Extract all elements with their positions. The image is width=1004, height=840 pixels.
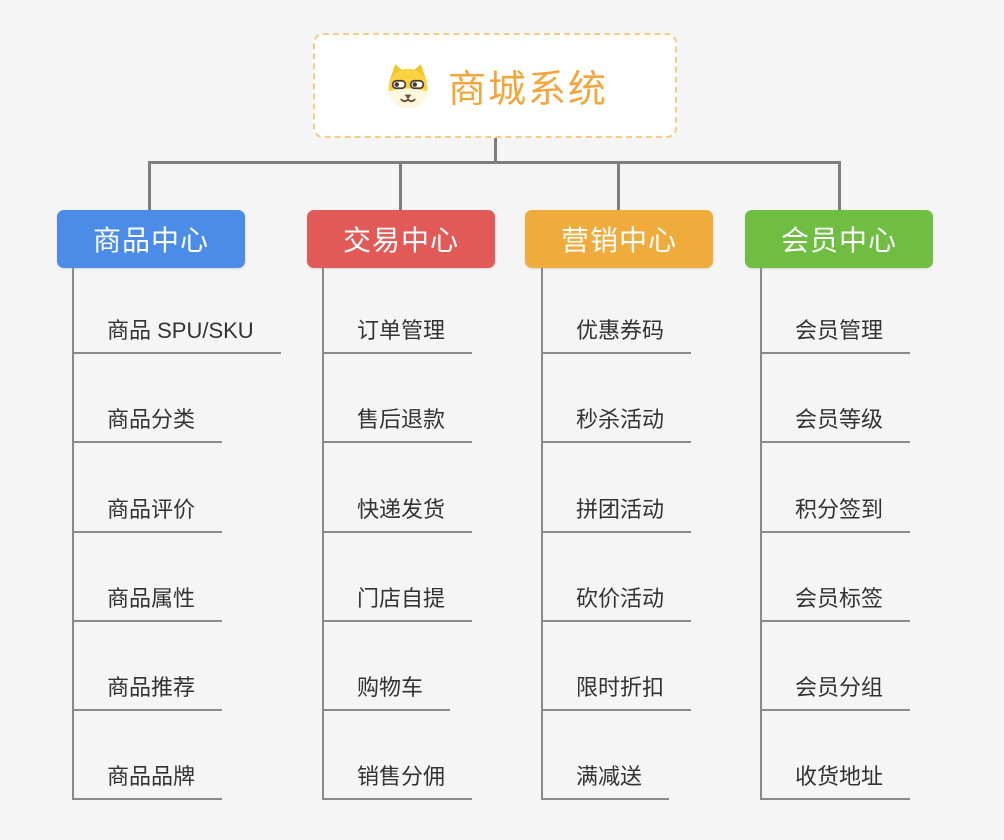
branch-box-marketing-center[interactable]: 营销中心 [525, 210, 713, 268]
child-node-label: 商品品牌 [74, 759, 223, 801]
child-node[interactable]: 收货地址 [762, 711, 911, 801]
child-node[interactable]: 积分签到 [762, 443, 911, 533]
child-node-label: 会员分组 [762, 670, 911, 712]
child-node-label: 满减送 [543, 759, 670, 801]
child-node-label: 门店自提 [324, 581, 473, 622]
child-node[interactable]: 售后退款 [324, 354, 473, 444]
child-node-label: 快递发货 [324, 492, 473, 533]
child-node[interactable]: 秒杀活动 [543, 354, 692, 444]
child-node-label: 订单管理 [324, 313, 473, 354]
connector-branch-stub [148, 161, 151, 210]
child-node-label: 限时折扣 [543, 670, 692, 712]
child-node-label: 商品属性 [74, 581, 223, 622]
branch-box-member-center[interactable]: 会员中心 [745, 210, 933, 268]
child-node-label: 商品 SPU/SKU [74, 313, 281, 354]
branch-label: 会员中心 [780, 225, 897, 256]
root-title: 商城系统 [447, 69, 608, 111]
child-node-label: 商品推荐 [74, 670, 223, 712]
child-node-label: 拼团活动 [543, 492, 692, 533]
child-node[interactable]: 会员等级 [762, 354, 911, 444]
branch-box-product-center[interactable]: 商品中心 [57, 210, 245, 268]
branch-children-product-center: 商品 SPU/SKU 商品分类商品评价商品属性商品推荐商品品牌 [72, 268, 281, 801]
root-node[interactable]: 商城系统 [313, 33, 677, 138]
child-node[interactable]: 商品 SPU/SKU [74, 268, 281, 354]
child-node-label: 售后退款 [324, 402, 473, 444]
child-node-label: 会员管理 [762, 313, 911, 354]
child-node[interactable]: 商品属性 [74, 533, 281, 622]
child-node[interactable]: 销售分佣 [324, 711, 473, 801]
branch-children-trade-center: 订单管理售后退款快递发货门店自提购物车销售分佣 [322, 268, 473, 801]
child-node[interactable]: 会员分组 [762, 622, 911, 712]
connector-root-stub [494, 138, 497, 164]
child-node-label: 积分签到 [762, 492, 911, 533]
child-node[interactable]: 限时折扣 [543, 622, 692, 712]
child-node[interactable]: 会员管理 [762, 268, 911, 354]
child-node-label: 收货地址 [762, 759, 911, 801]
child-node[interactable]: 订单管理 [324, 268, 473, 354]
child-node-label: 秒杀活动 [543, 402, 692, 444]
child-node[interactable]: 快递发货 [324, 443, 473, 533]
child-node[interactable]: 优惠券码 [543, 268, 692, 354]
child-node[interactable]: 商品分类 [74, 354, 281, 444]
child-node-label: 会员标签 [762, 581, 911, 622]
child-node[interactable]: 拼团活动 [543, 443, 692, 533]
branch-label: 营销中心 [560, 225, 677, 256]
branch-label: 商品中心 [92, 225, 209, 256]
child-node-label: 商品分类 [74, 402, 223, 444]
branch-children-marketing-center: 优惠券码秒杀活动拼团活动砍价活动限时折扣满减送 [541, 268, 692, 801]
child-node[interactable]: 商品评价 [74, 443, 281, 533]
connector-horizontal [148, 161, 841, 164]
child-node[interactable]: 会员标签 [762, 533, 911, 622]
child-node-label: 商品评价 [74, 492, 223, 533]
child-node[interactable]: 购物车 [324, 622, 472, 712]
child-node-label: 销售分佣 [324, 759, 473, 801]
connector-branch-stub [399, 161, 402, 210]
child-node[interactable]: 满减送 [543, 711, 691, 801]
shiba-dog-icon [382, 62, 434, 110]
child-node[interactable]: 商品推荐 [74, 622, 281, 712]
branch-children-member-center: 会员管理会员等级积分签到会员标签会员分组收货地址 [760, 268, 911, 801]
child-node-label: 砍价活动 [543, 581, 692, 622]
child-node-label: 购物车 [324, 670, 451, 712]
child-node-label: 优惠券码 [543, 313, 692, 354]
connector-branch-stub [838, 161, 841, 210]
child-node[interactable]: 商品品牌 [74, 711, 281, 801]
connector-branch-stub [617, 161, 620, 210]
child-node[interactable]: 砍价活动 [543, 533, 692, 622]
branch-box-trade-center[interactable]: 交易中心 [307, 210, 495, 268]
branch-label: 交易中心 [342, 225, 459, 256]
child-node[interactable]: 门店自提 [324, 533, 473, 622]
child-node-label: 会员等级 [762, 402, 911, 444]
